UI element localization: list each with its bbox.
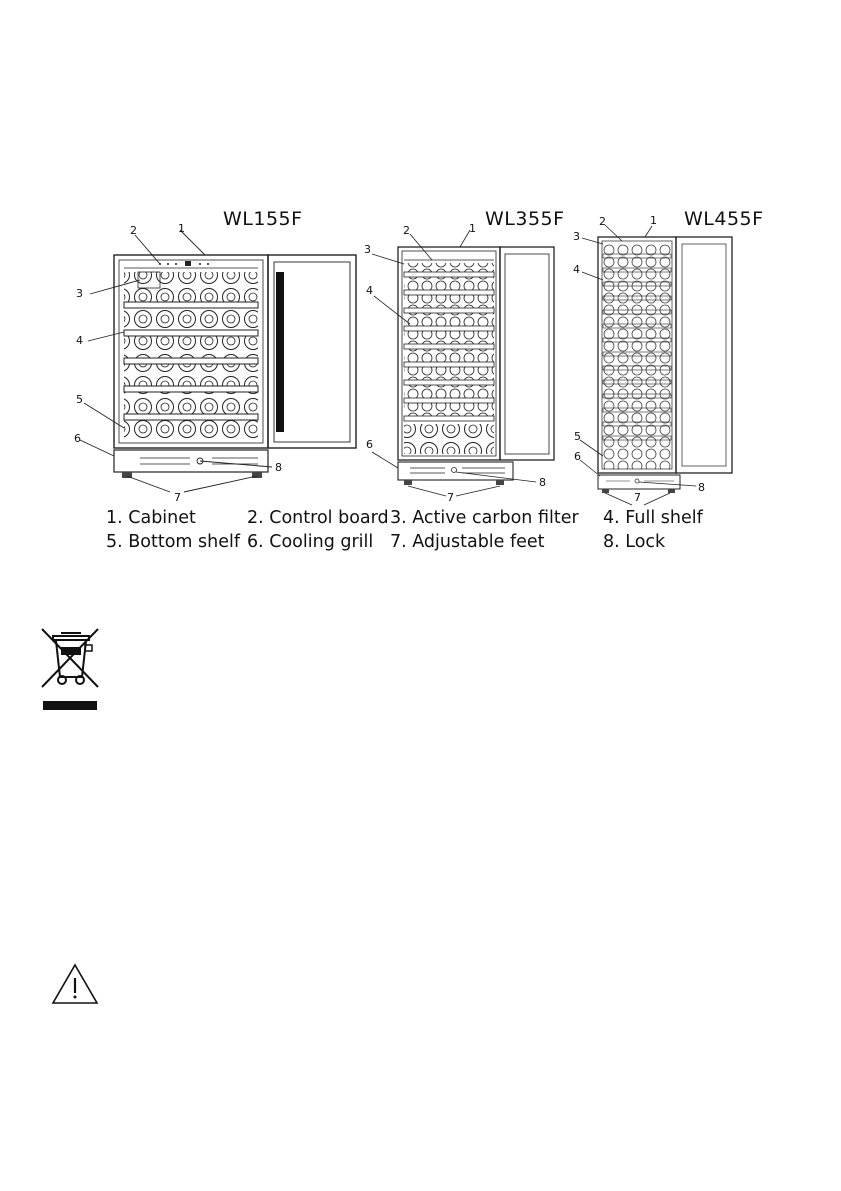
callout-wl155f-2: 2: [130, 224, 137, 237]
callout-wl155f-4: 4: [76, 334, 83, 347]
callout-wl455f-1: 1: [650, 214, 657, 227]
callout-wl155f-6: 6: [74, 432, 81, 445]
callout-wl355f-4: 4: [366, 284, 373, 297]
callout-wl455f-8: 8: [698, 481, 705, 494]
callout-wl155f-7: 7: [174, 491, 181, 504]
callout-wl455f-6: 6: [574, 450, 581, 463]
callout-wl455f-5: 5: [574, 430, 581, 443]
callout-wl355f-8: 8: [539, 476, 546, 489]
warning-triangle-icon: [50, 962, 100, 1006]
legend-item-lock: 8. Lock: [603, 532, 665, 552]
callout-wl455f-7: 7: [634, 491, 641, 504]
callout-wl455f-3: 3: [573, 230, 580, 243]
diagram-wl355f: [372, 230, 554, 496]
callout-wl355f-7: 7: [447, 491, 454, 504]
callout-wl455f-4: 4: [573, 263, 580, 276]
legend-item-full-shelf: 4. Full shelf: [603, 508, 703, 528]
legend-item-cabinet: 1. Cabinet: [106, 508, 196, 528]
legend-item-bottom-shelf: 5. Bottom shelf: [106, 532, 240, 552]
wine-cooler-diagrams: [0, 220, 841, 540]
diagram-wl155f: [80, 230, 356, 492]
callout-wl455f-2: 2: [599, 215, 606, 228]
callout-wl155f-1: 1: [178, 222, 185, 235]
callout-wl155f-3: 3: [76, 287, 83, 300]
callout-wl355f-2: 2: [403, 224, 410, 237]
legend-item-adjustable-feet: 7. Adjustable feet: [390, 532, 545, 552]
legend-item-active-carbon-filter: 3. Active carbon filter: [390, 508, 579, 528]
legend-item-cooling-grill: 6. Cooling grill: [247, 532, 373, 552]
callout-wl355f-3: 3: [364, 243, 371, 256]
weee-crossed-bin-icon: [40, 625, 102, 715]
diagram-wl455f: [580, 225, 732, 505]
callout-wl355f-1: 1: [469, 222, 476, 235]
callout-wl155f-5: 5: [76, 393, 83, 406]
callout-wl355f-6: 6: [366, 438, 373, 451]
callout-wl155f-8: 8: [275, 461, 282, 474]
legend-item-control-board: 2. Control board: [247, 508, 389, 528]
